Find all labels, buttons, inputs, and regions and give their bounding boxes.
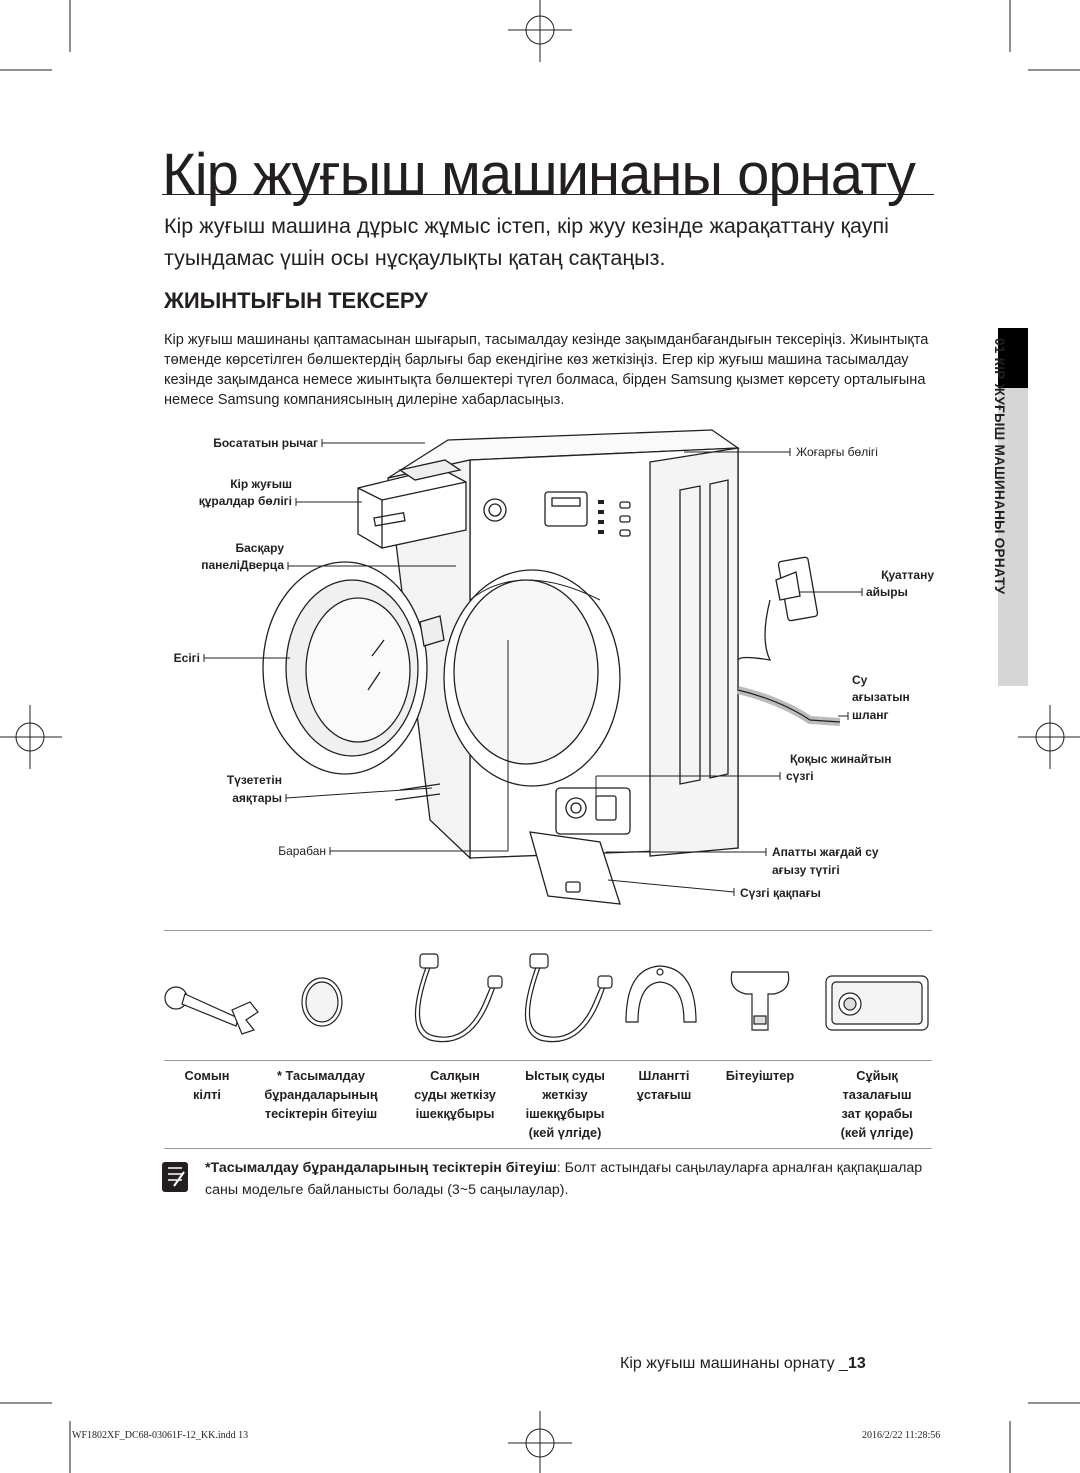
label-detergent-2: құралдар бөлігі (198, 494, 292, 508)
accessories-mid-rule (164, 1060, 932, 1061)
hose-guide-icon (625, 965, 697, 1023)
note-icon (162, 1162, 188, 1192)
note-bold: *Тасымалдау бұрандаларының тесіктерін бі… (205, 1160, 557, 1176)
label-emergency-2: ағызу түтігі (772, 863, 840, 877)
label-drain-2: ағызатын (852, 690, 910, 704)
accessory-detergent-case: Сұйық тазалағыш зат қорабы (кей үлгіде) (840, 1068, 914, 1140)
accessory-spanner: Сомын кілті (184, 1068, 230, 1102)
chapter-tab-inner (968, 328, 998, 686)
label-plug-2: айыры (866, 585, 908, 599)
note-text: *Тасымалдау бұрандаларының тесіктерін бі… (205, 1157, 945, 1201)
section-heading: ЖИЫНТЫҒЫН ТЕКСЕРУ (164, 288, 428, 313)
label-drain-3: шланг (852, 708, 889, 722)
accessory-bolt-cap: * Тасымалдау бұрандаларының тесіктерін б… (264, 1068, 378, 1121)
section-body: Кір жуғыш машинаны қаптамасынан шығарып,… (164, 332, 929, 408)
callout-lines (203, 439, 863, 896)
detergent-case-icon (825, 975, 929, 1031)
label-top: Жоғарғы бөлігі (796, 445, 878, 459)
label-drain-1: Су (852, 673, 868, 687)
footer-text: Кір жуғыш машинаны орнату _ (620, 1355, 848, 1372)
accessories-bottom-rule (164, 1148, 932, 1149)
accessory-plugs: Бітеуіштер (725, 1068, 795, 1083)
label-release-lever: Босататын рычаг (213, 436, 318, 450)
label-plug-1: Қуаттану (881, 568, 934, 582)
plug-icon (730, 971, 790, 1031)
intro-paragraph: Кір жуғыш машина дұрыс жұмыс істеп, кір … (164, 214, 889, 270)
label-door: Есігі (173, 651, 200, 665)
page-number: 13 (847, 1355, 866, 1372)
label-legs-1: Түзететін (226, 773, 282, 787)
accessory-cold-hose: Салқын суды жеткізу ішекқұбыры (414, 1068, 496, 1121)
label-emergency-1: Апатты жағдай су (772, 845, 879, 859)
bolt-cap-icon (301, 977, 343, 1027)
title-divider (162, 194, 934, 195)
accessory-hot-hose: Ыстық суды жеткізу ішекқұбыры (кей үлгід… (525, 1068, 605, 1140)
label-detergent-1: Кір жуғыш (230, 477, 292, 491)
chapter-tab-label: 01 КІР ЖУҒЫШ МАШИНАНЫ ОРНАТУ (992, 338, 1007, 595)
accessory-hose-guide: Шлангті ұстағыш (636, 1068, 692, 1102)
label-control-2: панеліДверца (201, 558, 284, 572)
chapter-tab-marker (998, 328, 1028, 388)
label-debris-2: сүзгі (786, 769, 814, 783)
spanner-icon (164, 986, 259, 1035)
label-drum: Барабан (278, 844, 326, 858)
note-body: : Болт астындағы саңылауларға арналған қ… (205, 1160, 923, 1198)
label-debris-1: Қоқыс жинайтын (790, 752, 892, 766)
label-legs-2: аяқтары (232, 791, 282, 805)
page-footer: Кір жуғыш машинаны орнату _13 (620, 1355, 866, 1373)
footer-file: WF1802XF_DC68-03061F-12_KK.indd 13 (72, 1430, 249, 1441)
accessories-top-rule (164, 930, 932, 931)
hot-hose-icon (524, 953, 613, 1043)
label-filter-cover: Сүзгі қақпағы (740, 886, 821, 900)
page-title: Кір жуғыш машинаны орнату (162, 142, 916, 207)
cold-hose-icon (414, 953, 503, 1043)
label-control-1: Басқару (235, 541, 285, 555)
footer-timestamp: 2016/2/22 11:28:56 (862, 1430, 941, 1441)
washing-machine-illustration (262, 429, 841, 905)
